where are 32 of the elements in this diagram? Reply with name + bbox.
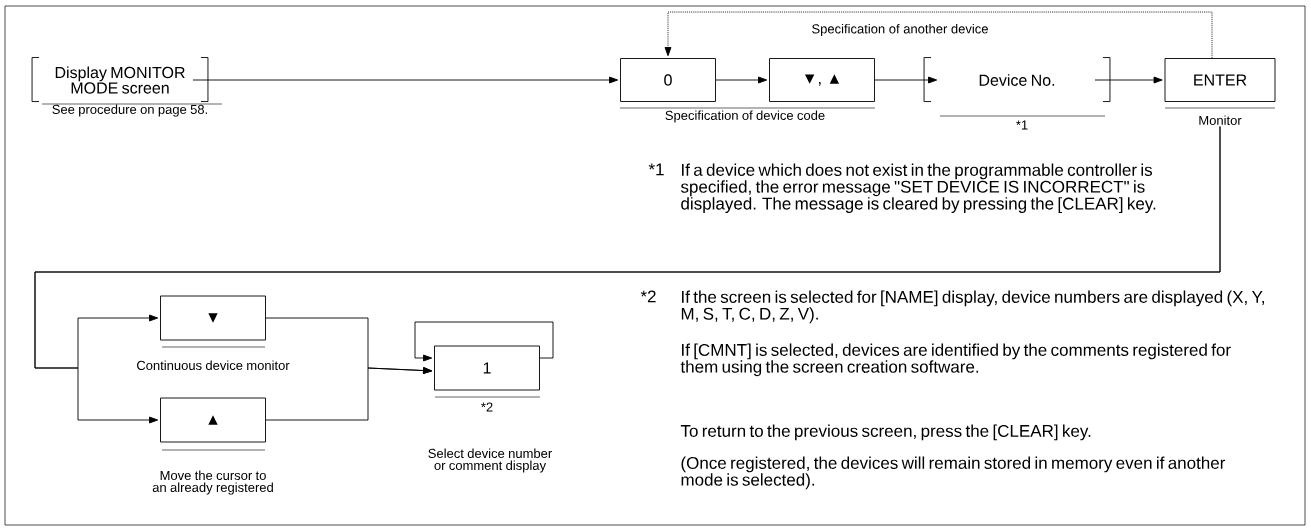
arrow: [265, 367, 433, 421]
note-text: If the screen is selected for [NAME] display, device numbers are displayed (X, Y, M, S, T, C, D, Z, V).: [681, 290, 1264, 324]
edge-label: Specification of another device: [809, 21, 991, 39]
note-text: If a device which does not exist in the programmable controller is specified, the error message "SET DEVICE IS INCORRECT" is displayed. The message is cleared by pressing the [CLEAR] key.: [680, 163, 1156, 213]
arrow: [874, 76, 938, 84]
key-box: ▲: [160, 397, 266, 443]
footnote-mark: *1: [648, 163, 664, 176]
arrow: [414, 321, 554, 362]
key-box: ▼, ▲: [769, 58, 875, 102]
key-box: ENTER: [1164, 58, 1276, 102]
key-box: 1: [434, 345, 540, 391]
bracketed-display: Device No.: [923, 57, 1111, 102]
arrow: [192, 76, 619, 84]
node-label: See procedure on page 58.: [41, 103, 223, 117]
arrow: [664, 11, 1213, 59]
arrow: [1094, 76, 1163, 84]
note-text: To return to the previous screen, press the [CLEAR] key.: [680, 424, 1091, 441]
node-label: Select device number or comment display: [428, 448, 552, 473]
bracketed-display: Display MONITOR MODE screen: [31, 57, 209, 102]
node-label: *1: [939, 115, 1106, 130]
arrow: [34, 126, 1221, 424]
node-label: *2: [434, 396, 541, 412]
caption: Specification of device code: [619, 107, 876, 123]
footnote-mark: *2: [640, 290, 656, 303]
note-text: (Once registered, the devices will remain stored in memory even if another mode is selected).: [681, 456, 1226, 490]
node-label: Move the cursor to an already registered: [152, 449, 273, 495]
note-text: If [CMNT] is selected, devices are identified by the comments registered for them using the screen creation software.: [680, 343, 1231, 377]
key-box: ▼: [160, 295, 266, 341]
key-box: 0: [620, 58, 716, 102]
node-label: Continuous device monitor: [137, 346, 290, 370]
node-label: Monitor: [1164, 107, 1276, 125]
arrow: [715, 76, 768, 84]
